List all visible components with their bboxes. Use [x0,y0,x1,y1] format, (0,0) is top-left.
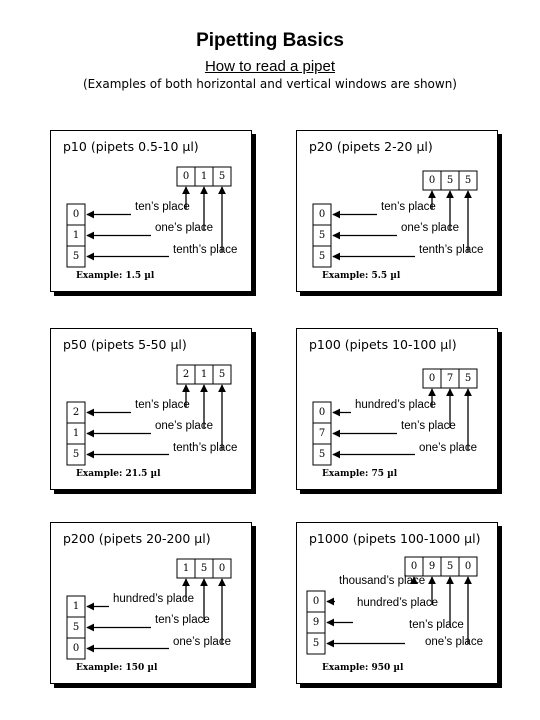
vertical-digit: 1 [72,428,80,439]
panel-title: p1000 (pipets 100-1000 µl) [309,531,481,546]
horizontal-window [176,364,232,385]
vertical-digit: 0 [318,407,326,418]
example-text: Example: 21.5 µl [76,469,161,479]
pipet-diagram [66,364,232,466]
panel-title: p10 (pipets 0.5-10 µl) [63,139,199,154]
vertical-digit: 0 [312,596,320,607]
panel-title: p50 (pipets 5-50 µl) [63,337,187,352]
place-label: one’s place [155,222,213,234]
horizontal-digit: 0 [464,561,472,572]
vertical-window [66,401,86,466]
horizontal-digit: 7 [446,373,454,384]
horizontal-digit: 5 [446,175,454,186]
horizontal-window [422,170,478,191]
place-label: hundred’s place [113,593,194,605]
pipet-diagram [306,556,478,655]
vertical-digit: 5 [72,449,80,460]
example-text: Example: 75 µl [322,469,398,479]
place-label: ten’s place [409,619,464,631]
place-label: ten’s place [135,201,190,213]
place-label: ten’s place [401,420,456,432]
place-label: tenth’s place [419,244,484,256]
vertical-digit: 2 [72,407,80,418]
horizontal-digit: 5 [464,175,472,186]
example-text: Example: 150 µl [76,663,158,673]
place-label: one’s place [425,636,483,648]
vertical-window [66,595,86,660]
vertical-window [312,401,332,466]
place-label: one’s place [173,636,231,648]
vertical-digit: 5 [318,449,326,460]
horizontal-digit: 5 [464,373,472,384]
vertical-digit: 7 [318,428,326,439]
vertical-window [66,203,86,268]
vertical-digit: 1 [72,601,80,612]
example-text: Example: 1.5 µl [76,271,155,281]
pipet-diagram [312,170,478,268]
panel-title: p20 (pipets 2-20 µl) [309,139,433,154]
pipet-diagram [66,166,232,268]
horizontal-digit: 5 [218,369,226,380]
page-title: Pipetting Basics [196,30,344,51]
place-label: ten’s place [135,399,190,411]
horizontal-digit: 1 [200,171,208,182]
vertical-digit: 5 [72,622,80,633]
example-text: Example: 950 µl [322,663,404,673]
vertical-digit: 1 [72,230,80,241]
vertical-digit: 0 [318,209,326,220]
vertical-window [312,203,332,268]
horizontal-digit: 5 [446,561,454,572]
vertical-window [306,590,326,655]
place-label: hundred’s place [357,597,438,609]
horizontal-window [176,166,232,187]
place-label: one’s place [401,222,459,234]
place-label: one’s place [419,442,477,454]
horizontal-digit: 0 [218,563,226,574]
horizontal-digit: 0 [428,373,436,384]
place-label: ten’s place [381,201,436,213]
page-subtitle: How to read a pipet [204,58,336,75]
place-label: one’s place [155,420,213,432]
horizontal-digit: 5 [218,171,226,182]
example-text: Example: 5.5 µl [322,271,401,281]
vertical-digit: 5 [72,251,80,262]
panel-title: p200 (pipets 20-200 µl) [63,531,211,546]
vertical-digit: 5 [318,251,326,262]
place-label: thousand’s place [339,575,426,587]
horizontal-digit: 0 [182,171,190,182]
horizontal-digit: 0 [428,175,436,186]
horizontal-digit: 5 [200,563,208,574]
pipet-diagram [312,368,478,466]
horizontal-digit: 0 [410,561,418,572]
place-label: tenth’s place [173,244,238,256]
place-label: ten’s place [155,614,210,626]
horizontal-digit: 9 [428,561,436,572]
horizontal-digit: 1 [182,563,190,574]
page-note: (Examples of both horizontal and vertica… [82,77,457,91]
vertical-digit: 9 [312,617,320,628]
vertical-digit: 0 [72,209,80,220]
horizontal-window [176,558,232,579]
vertical-digit: 5 [318,230,326,241]
pipet-diagram [66,558,232,660]
panel-title: p100 (pipets 10-100 µl) [309,337,457,352]
horizontal-window [422,368,478,389]
vertical-digit: 0 [72,643,80,654]
place-label: hundred’s place [355,399,436,411]
horizontal-digit: 2 [182,369,190,380]
horizontal-digit: 1 [200,369,208,380]
vertical-digit: 5 [312,638,320,649]
place-label: tenth’s place [173,442,238,454]
